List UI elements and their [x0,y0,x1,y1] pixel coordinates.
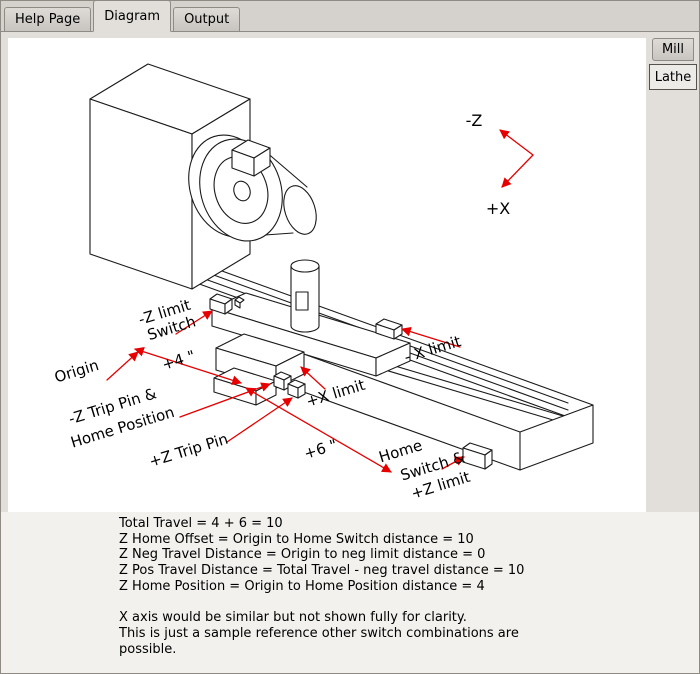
neg-x-limit-leader [401,326,461,348]
notes-line: Z Neg Travel Distance = Origin to neg li… [119,547,486,563]
neg-x-limit-switch [375,318,403,340]
origin-leader [106,351,139,381]
axis-neg-z-arrow [499,129,534,156]
home-switch-box [462,442,493,470]
pos-x-limit-leader [300,366,326,390]
tab-output-label: Output [184,12,230,27]
dim-6-line [245,387,392,473]
pos-x-limit-label: +X limit [304,376,367,411]
dim-4-label: +4 " [160,347,198,374]
machine-tab-mill-label: Mill [661,42,685,57]
tab-bar: Help Page Diagram Output [1,1,699,32]
home-switch-leader [441,456,465,470]
notes-line: Z Pos Travel Distance = Total Travel - n… [119,563,525,579]
tab-help-page[interactable]: Help Page [4,7,92,32]
pos-z-trip-label: +Z Trip Pin [147,430,230,471]
machine-tab-mill[interactable]: Mill [652,38,694,61]
annotation-arrows [106,129,534,473]
pos-z-trip-leader [226,397,293,443]
tab-help-page-label: Help Page [15,12,81,27]
machine-tab-lathe-label: Lathe [654,69,692,85]
notes-line: Total Travel = 4 + 6 = 10 [119,516,283,531]
tool-post [290,259,320,333]
notes-line: This is just a sample reference other sw… [119,625,519,641]
notes-line: possible. [119,641,177,657]
tab-output[interactable]: Output [173,7,241,32]
diagram-panel: -Z +X -Z limit Switch Origin +4 " -Z Tri… [8,38,646,512]
origin-label: Origin [52,356,101,386]
diagram-page: -Z +X -Z limit Switch Origin +4 " -Z Tri… [1,31,699,673]
tab-diagram-label: Diagram [104,8,161,24]
z-limit-leader [175,310,213,335]
pos-x-axis-label: +X [486,199,510,218]
notes-line [119,595,689,611]
notes-line: X axis would be similar but not shown fu… [119,610,467,626]
notes-panel: Total Travel = 4 + 6 = 10 Z Home Offset … [1,512,699,673]
notes-line: Z Home Position = Origin to Home Positio… [119,578,485,594]
machine-type-tabs: Mill Lathe [649,38,697,90]
axis-indicator: -Z +X [466,111,511,218]
axis-pos-x-arrow [501,154,534,188]
neg-z-limit-switch [209,293,245,315]
dim-4-line [134,347,242,385]
notes-line: Z Home Offset = Origin to Home Switch di… [119,531,474,547]
spindle-chuck [188,134,317,242]
neg-z-axis-label: -Z [466,111,483,130]
machine-tab-lathe[interactable]: Lathe [649,64,697,90]
lathe-diagram: -Z +X -Z limit Switch Origin +4 " -Z Tri… [52,63,594,503]
tab-diagram[interactable]: Diagram [93,1,172,32]
dim-6-label: +6 " [302,436,340,463]
